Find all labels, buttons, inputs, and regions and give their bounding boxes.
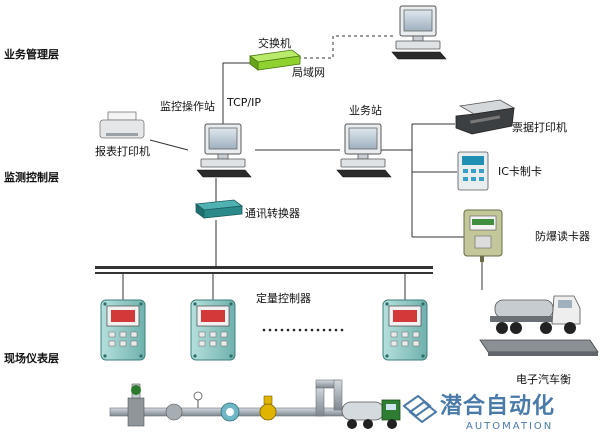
comm-converter-label: 通讯转换器 <box>245 207 300 220</box>
line-report-printer <box>149 139 189 151</box>
ic-card-label: IC卡制卡 <box>498 165 542 178</box>
layer-label-field: 现场仪表层 <box>4 352 59 365</box>
watermark-text-cn: 潜合自动化 <box>440 394 556 419</box>
layer-label-monitor: 监测控制层 <box>4 171 59 184</box>
line-switch-lan-dashed <box>298 35 395 59</box>
switch-icon <box>248 49 302 71</box>
controller-3-icon <box>382 299 428 361</box>
lan-computer-icon <box>391 5 447 60</box>
truck-scale-icon <box>479 295 599 356</box>
controller-label: 定量控制器 <box>256 292 311 305</box>
strainer-icon <box>165 403 183 421</box>
ex-reader-icon <box>463 209 503 262</box>
comm-converter-icon <box>194 199 244 219</box>
connection-lines <box>149 35 483 290</box>
flowmeter-icon <box>220 402 240 422</box>
switch-label: 交换机 <box>258 37 291 50</box>
tcpip-label: TCP/IP <box>227 96 261 109</box>
watermark-text-en: AUTOMATION <box>466 421 554 432</box>
watermark-logo-icon <box>402 394 438 424</box>
truck-scale-label: 电子汽车衡 <box>516 373 571 386</box>
valve-icon <box>127 383 145 427</box>
ticket-printer-label: 票据打印机 <box>512 121 567 134</box>
report-printer-label: 报表打印机 <box>95 145 150 158</box>
gauge-icon <box>193 391 203 408</box>
ellipsis-dots <box>262 328 344 332</box>
ex-reader-label: 防爆读卡器 <box>535 230 590 243</box>
layer-label-business: 业务管理层 <box>4 48 59 61</box>
line-switch-monitor <box>222 62 250 125</box>
ic-card-icon <box>457 151 489 191</box>
lan-label: 局域网 <box>292 66 325 79</box>
report-printer-icon <box>99 111 145 139</box>
business-station-label: 业务站 <box>349 104 382 117</box>
tanker-truck-icon <box>341 399 401 429</box>
field-bus <box>95 266 433 300</box>
controller-1-icon <box>100 299 146 361</box>
ticket-printer-icon <box>455 99 516 135</box>
control-valve-icon <box>259 395 277 421</box>
controller-2-icon <box>190 299 236 361</box>
monitor-station-label: 监控操作站 <box>160 100 215 113</box>
monitor-station-icon <box>196 123 252 178</box>
